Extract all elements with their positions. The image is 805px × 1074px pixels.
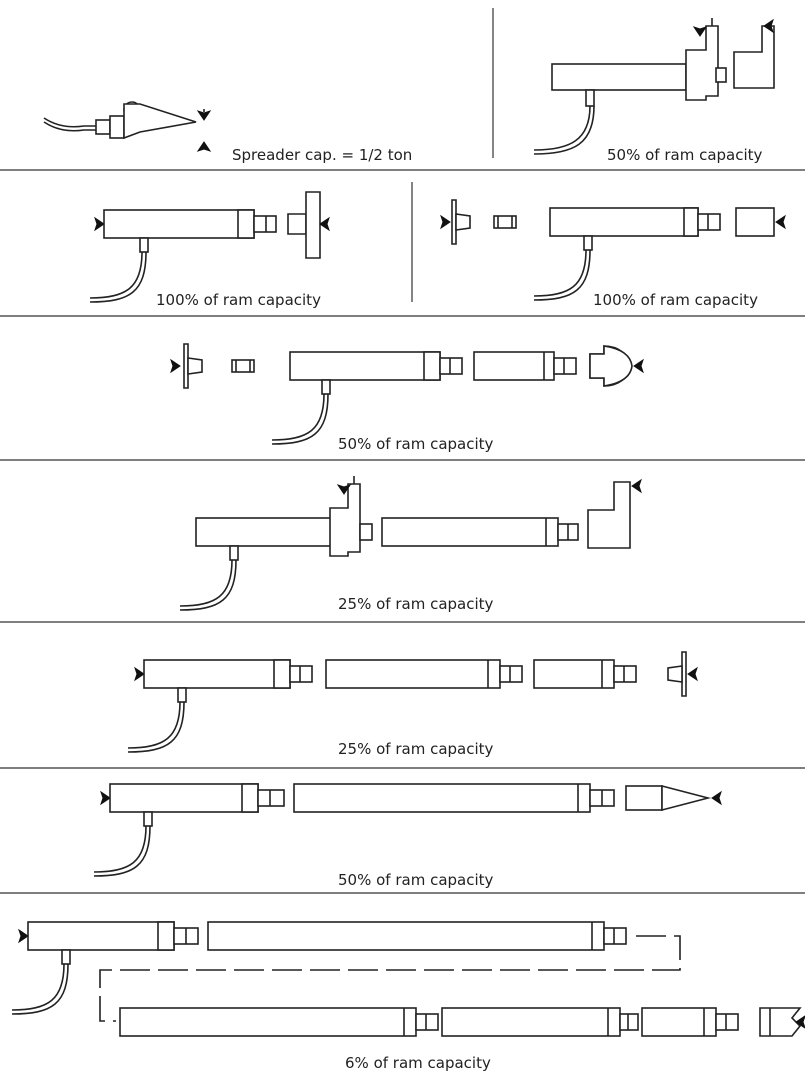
- ram-assembly-7: [11, 921, 805, 1037]
- caption-spreader: Spreader cap. = 1/2 ton: [232, 146, 412, 164]
- caption-section4: 25% of ram capacity: [338, 595, 494, 613]
- caption-section1-right: 50% of ram capacity: [607, 146, 763, 164]
- caption-section5: 25% of ram capacity: [338, 740, 494, 758]
- ram-assembly-3: [170, 343, 644, 445]
- caption-section2-right: 100% of ram capacity: [593, 291, 758, 309]
- spreader-illustration: [43, 101, 211, 152]
- ram-assembly-1b: [533, 18, 775, 155]
- ram-assembly-2b: [440, 199, 786, 301]
- caption-section2-left: 100% of ram capacity: [156, 291, 321, 309]
- ram-assembly-2a: [89, 191, 330, 303]
- caption-section3: 50% of ram capacity: [338, 435, 494, 453]
- ram-assembly-5: [127, 651, 698, 753]
- caption-section7: 6% of ram capacity: [345, 1054, 491, 1072]
- ram-assembly-4: [179, 476, 642, 611]
- ram-assembly-6: [93, 783, 722, 877]
- caption-section6: 50% of ram capacity: [338, 871, 494, 889]
